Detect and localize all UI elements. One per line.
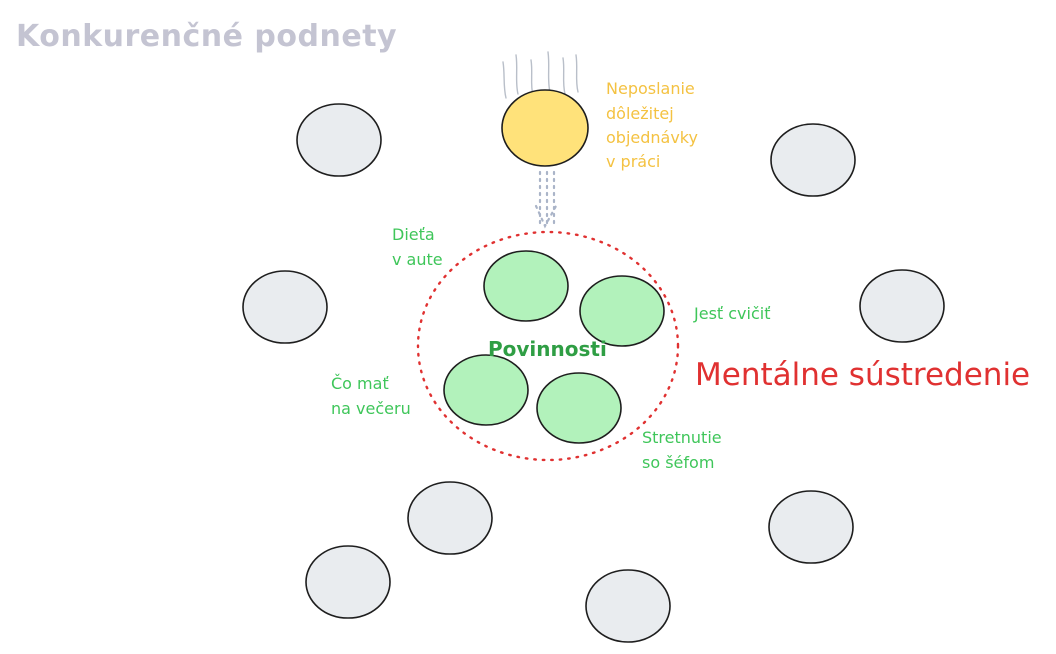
- yellow-note: Neposlanie dôležitej objednávky v práci: [606, 79, 703, 171]
- gray-stimulus-circle: [768, 490, 854, 564]
- label-dieta-line: v aute: [392, 250, 443, 269]
- yellow-note-line: objednávky: [606, 128, 698, 147]
- label-stretnutie: Stretnutie so šéfom: [642, 428, 727, 472]
- yellow-stimulus-group: [501, 51, 589, 167]
- label-stretnutie-line: so šéfom: [642, 453, 714, 472]
- gray-stimulus-circle: [859, 269, 945, 343]
- label-co-mat: Čo mať na večeru: [331, 374, 411, 418]
- label-jest-line: Jesť cvičiť: [693, 304, 770, 323]
- gray-stimulus-circle: [305, 545, 391, 619]
- center-label: Povinnosti: [488, 337, 607, 361]
- yellow-note-line: v práci: [606, 152, 660, 171]
- label-stretnutie-line: Stretnutie: [642, 428, 722, 447]
- green-duties-group: [443, 250, 665, 444]
- green-duty-circle: [483, 250, 569, 322]
- gray-stimulus-circle: [407, 481, 493, 555]
- green-duty-circle: [579, 275, 665, 347]
- gray-stimulus-circle: [770, 123, 856, 197]
- focus-label: Mentálne sústredenie: [695, 357, 1030, 393]
- label-co-mat-line: Čo mať: [331, 374, 389, 393]
- green-duty-circle: [536, 372, 622, 444]
- yellow-stimulus-circle: [501, 89, 589, 167]
- diagram-title: Konkurenčné podnety: [16, 19, 397, 54]
- gray-stimulus-circle: [296, 103, 382, 177]
- label-co-mat-line: na večeru: [331, 399, 411, 418]
- gray-stimuli-group: [242, 103, 945, 643]
- focus-ring: [416, 230, 680, 462]
- label-dieta: Dieťa v aute: [392, 225, 443, 269]
- label-dieta-line: Dieťa: [392, 225, 435, 244]
- gray-stimulus-circle: [585, 569, 671, 643]
- green-duty-circle: [443, 354, 529, 426]
- gray-stimulus-circle: [242, 270, 328, 344]
- yellow-note-line: Neposlanie: [606, 79, 695, 98]
- yellow-note-line: dôležitej: [606, 104, 674, 123]
- attention-arrow: [534, 170, 558, 229]
- label-jest: Jesť cvičiť: [693, 304, 770, 323]
